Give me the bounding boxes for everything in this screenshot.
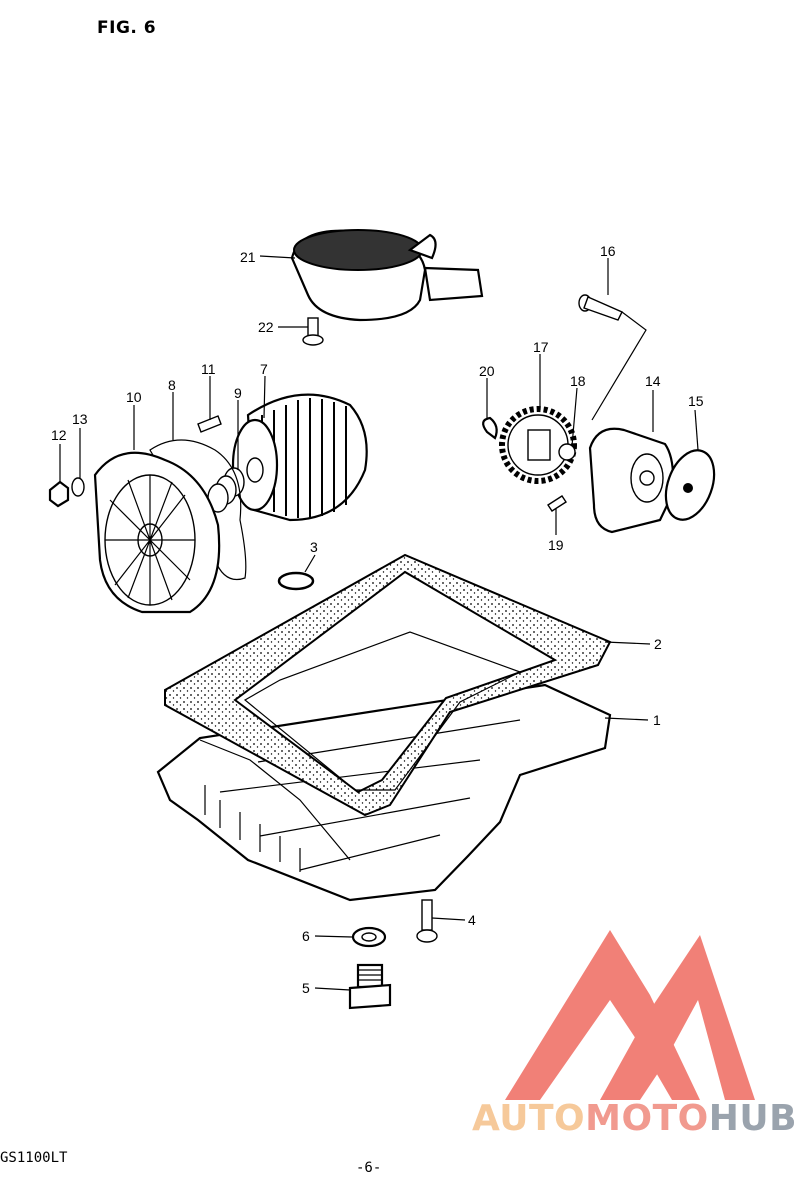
part-drain-plug-5 [348, 963, 392, 1010]
callout-1: 1 [653, 712, 661, 728]
part-bolt-4 [416, 899, 438, 943]
footer-model-code: GS1100LT [0, 1150, 68, 1166]
callout-15: 15 [688, 393, 704, 409]
part-pin-19 [547, 495, 567, 512]
part-pump-cover [664, 449, 716, 521]
watermark-text: AUTOMOTOHUB [472, 1098, 797, 1139]
part-washer-18 [558, 443, 576, 461]
callout-3: 3 [310, 539, 318, 555]
part-nut-12 [48, 480, 70, 508]
callout-6: 6 [302, 928, 310, 944]
figure-title: FIG. 6 [97, 18, 157, 38]
callout-9: 9 [234, 385, 242, 401]
part-bolt-22 [302, 317, 324, 346]
callout-8: 8 [168, 377, 176, 393]
footer-page-number: -6- [356, 1160, 382, 1176]
part-o-ring-3 [277, 571, 315, 591]
callout-21: 21 [240, 249, 256, 265]
part-gear-17 [499, 406, 577, 484]
callout-22: 22 [258, 319, 274, 335]
part-bolt-11 [197, 415, 222, 433]
watermark-part-hub: HUB [708, 1098, 798, 1139]
part-gasket-8 [149, 439, 247, 581]
callout-18: 18 [570, 373, 586, 389]
callout-10: 10 [126, 389, 142, 405]
callout-17: 17 [533, 339, 549, 355]
callout-14: 14 [645, 373, 661, 389]
watermark-part-auto: AUTO [472, 1098, 586, 1139]
part-spring-9 [207, 467, 245, 513]
part-washer-6 [351, 926, 387, 948]
leader-lines [59, 255, 699, 991]
callout-13: 13 [72, 411, 88, 427]
callout-20: 20 [479, 363, 495, 379]
callout-11: 11 [201, 361, 216, 377]
callout-7: 7 [260, 361, 268, 377]
callout-16: 16 [600, 243, 616, 259]
part-oil-pump [588, 427, 675, 534]
watermark-part-moto: MOTO [585, 1098, 709, 1139]
part-bolt-16 [578, 294, 647, 421]
part-filter-cover [93, 451, 221, 614]
part-oil-filter [231, 393, 368, 522]
callout-12: 12 [51, 427, 67, 443]
part-clip-20 [482, 416, 498, 440]
callout-4: 4 [468, 912, 476, 928]
callout-5: 5 [302, 980, 310, 996]
watermark-logo [505, 930, 755, 1100]
part-gasket-2 [164, 553, 612, 817]
callout-19: 19 [548, 537, 564, 553]
part-oil-strainer [290, 229, 484, 322]
callout-2: 2 [654, 636, 662, 652]
part-washer-13 [71, 477, 85, 497]
